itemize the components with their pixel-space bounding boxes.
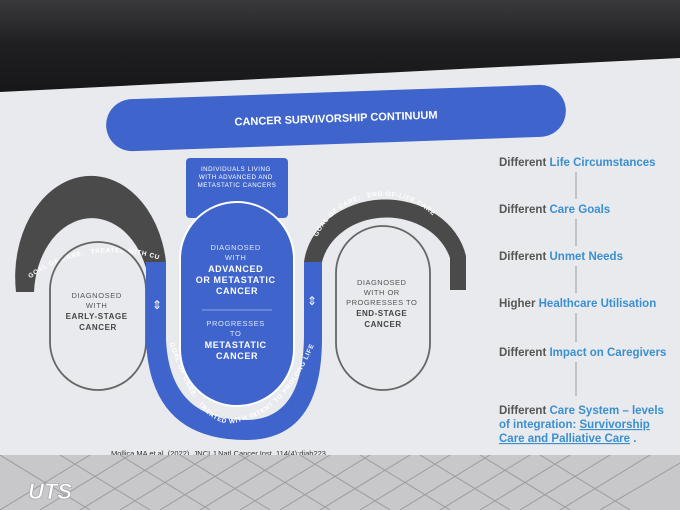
advanced-cancer-label: DIAGNOSED WITH ADVANCED OR METASTATIC CA… [196,243,278,296]
continuum-banner [106,84,566,152]
progresses-label: PROGRESSES TO METASTATIC CANCER [205,319,270,361]
difference-healthcare-utilisation: Higher Healthcare Utilisation [499,298,656,310]
right-goal-arch [304,199,466,290]
difference-unmet-needs: Different Unmet Needs [499,251,623,263]
difference-care-goals: Different Care Goals [499,204,610,216]
left-goal-arch [15,175,166,330]
center-tab [186,158,288,218]
difference-impact-on-caregivers: Different Impact on Caregivers [499,347,666,359]
citation: Mollica MA et al. (2022). JNCI J Natl Ca… [111,449,326,458]
end-stage-pill [335,225,431,391]
left-updown-arrow-icon: ⇕ [152,298,162,312]
room-floor: UTS [0,455,680,510]
right-updown-arrow-icon: ⇕ [307,294,317,308]
center-goal-ribbon [146,262,322,440]
difference-life-circumstances: Different Life Circumstances [499,157,656,169]
early-stage-label: DIAGNOSED WITH EARLY-STAGE CANCER [66,291,131,332]
difference-care-system: Different Care System – levels of integr… [499,405,667,445]
end-stage-label: DIAGNOSED WITH OR PROGRESSES TO END-STAG… [346,278,420,329]
center-pill [179,201,295,407]
center-tab-label: INDIVIDUALS LIVING WITH ADVANCED AND MET… [198,166,277,189]
uts-logo: UTS [28,479,72,504]
